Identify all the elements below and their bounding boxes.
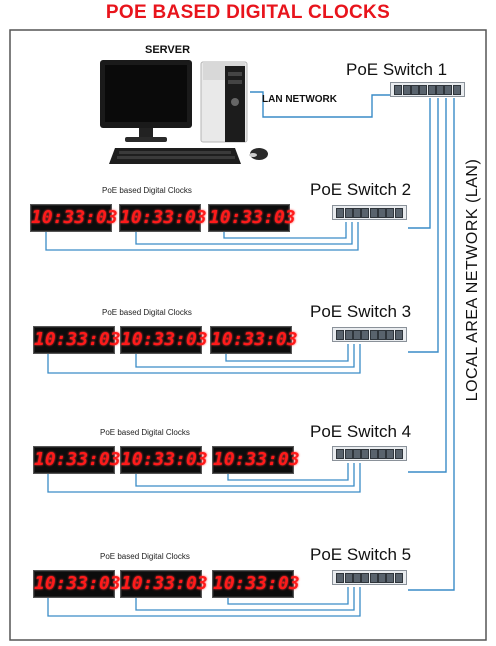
local-area-network-label: LOCAL AREA NETWORK (LAN) (464, 158, 481, 402)
digital-clock: 10:33:03 (33, 570, 121, 598)
switch1-to-switch4-wire (408, 98, 447, 473)
poe-switch-4-label: PoE Switch 4 (310, 422, 412, 441)
digital-clock: 10:33:03 (120, 446, 208, 474)
backbone-wires (250, 91, 455, 591)
group-2-caption: PoE based Digital Clocks (102, 308, 192, 317)
group-1-caption: PoE based Digital Clocks (102, 186, 192, 195)
group-3-caption: PoE based Digital Clocks (100, 428, 190, 437)
outer-frame (9, 29, 487, 641)
digital-clock: 10:33:03 (208, 204, 296, 232)
page-title: POE BASED DIGITAL CLOCKS (105, 2, 391, 23)
digital-clock: 10:33:03 (210, 326, 298, 354)
group-4-caption: PoE based Digital Clocks (100, 552, 190, 561)
poe-switch-2-label: PoE Switch 2 (310, 180, 412, 199)
clock-wires (45, 222, 361, 617)
digital-clock: 10:33:03 (119, 204, 207, 232)
poe-switch-4-icon (332, 446, 407, 461)
digital-clock: 10:33:03 (120, 570, 208, 598)
poe-switch-3-label: PoE Switch 3 (310, 302, 412, 321)
digital-clock: 10:33:03 (212, 570, 300, 598)
server-label: SERVER (145, 44, 191, 56)
digital-clock: 10:33:03 (120, 326, 208, 354)
switch1-to-switch2-wire (408, 98, 431, 229)
poe-switch-1-icon (390, 82, 465, 97)
switch1-to-switch5-wire (408, 98, 455, 591)
server-computer-icon (100, 60, 268, 164)
server-to-switch1-wire (250, 91, 392, 118)
digital-clock: 10:33:03 (212, 446, 300, 474)
digital-clock: 10:33:03 (33, 446, 121, 474)
poe-switch-3-icon (332, 327, 407, 342)
poe-switch-2-icon (332, 205, 407, 220)
digital-clock: 10:33:03 (33, 326, 121, 354)
poe-switch-1-label: PoE Switch 1 (346, 60, 448, 79)
poe-switch-5-label: PoE Switch 5 (310, 545, 412, 564)
digital-clock: 10:33:03 (30, 204, 118, 232)
poe-switch-5-icon (332, 570, 407, 585)
switch1-to-switch3-wire (408, 98, 439, 353)
lan-network-label: LAN NETWORK (262, 94, 337, 105)
